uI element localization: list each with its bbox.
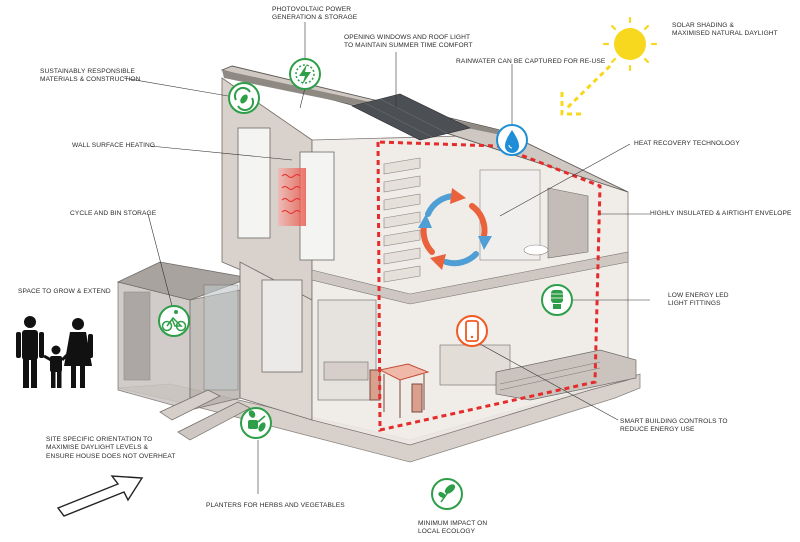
extension-window — [203, 284, 239, 391]
seedling-icon — [431, 478, 463, 510]
gable-window-upper — [237, 127, 271, 239]
label-grow: SPACE TO GROW & EXTEND — [18, 288, 111, 295]
label-rainwater: RAINWATER CAN BE CAPTURED FOR RE-USE — [456, 58, 606, 65]
airtight-envelope-outline — [376, 140, 602, 432]
heating-waves — [281, 174, 301, 214]
planter-short — [159, 389, 221, 421]
smartphone-icon — [456, 315, 488, 347]
lightning-bolt-icon — [289, 58, 321, 90]
cupboard — [547, 187, 589, 259]
basin — [523, 244, 549, 256]
roof-pv-panels — [351, 93, 471, 141]
front-glazing-lower — [317, 299, 377, 401]
family-silhouette-icon — [16, 316, 93, 388]
label-solar: SOLAR SHADING &MAXIMISED NATURAL DAYLIGH… — [672, 22, 778, 38]
label-envelope: HIGHLY INSULATED & AIRTIGHT ENVELOPE — [650, 210, 792, 217]
sofa — [323, 361, 369, 381]
label-wall-heating: WALL SURFACE HEATING — [72, 142, 156, 149]
bicycle-icon — [158, 305, 190, 337]
watering-can-plant-icon — [240, 407, 272, 439]
led-bulb-icon — [541, 284, 573, 316]
sun-rays-arrow — [560, 64, 612, 116]
wall-heating-panel — [278, 168, 306, 226]
label-planters: PLANTERS FOR HERBS AND VEGETABLES — [206, 502, 345, 509]
front-garden-wall — [495, 349, 637, 401]
first-floor-slab — [311, 251, 629, 305]
orientation-arrow-icon — [56, 475, 144, 517]
planter-long — [177, 401, 251, 441]
extension-door — [123, 291, 151, 381]
recycle-leaf-icon — [228, 82, 260, 114]
leader-lines — [123, 22, 650, 494]
label-cycle: CYCLE AND BIN STORAGE — [70, 210, 157, 217]
sun-icon — [602, 16, 658, 72]
water-drop-icon — [496, 124, 528, 156]
label-heat-recovery: HEAT RECOVERY TECHNOLOGY — [634, 140, 740, 147]
staircase — [383, 157, 421, 283]
gable-window-lower — [261, 279, 303, 373]
